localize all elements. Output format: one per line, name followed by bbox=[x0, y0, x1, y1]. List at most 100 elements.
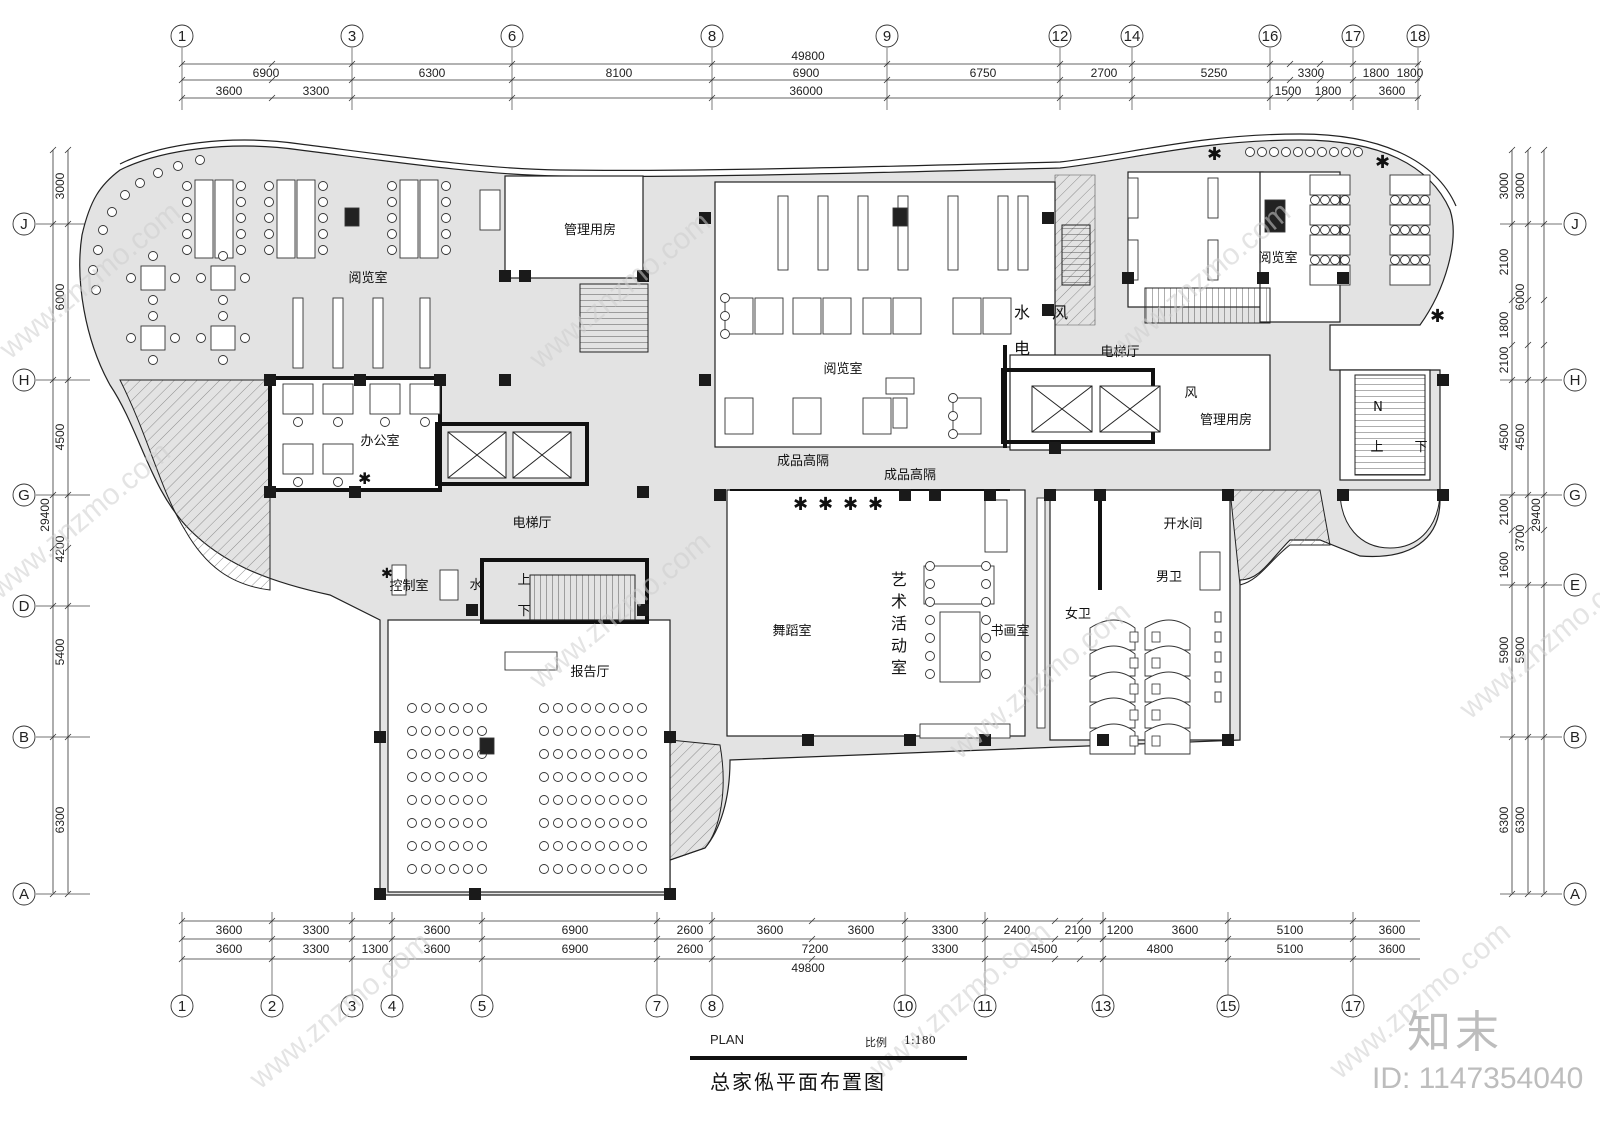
dim-top-7: 5250 bbox=[1201, 66, 1228, 80]
axis-bottom-11: 11 bbox=[973, 994, 997, 1018]
dim-right-4: 2100 bbox=[1497, 346, 1511, 373]
watermark-4: www.znzmo.com bbox=[0, 435, 177, 606]
column bbox=[349, 486, 361, 498]
room-label-elevator-hall-1: 电梯厅 bbox=[1100, 345, 1139, 360]
dim-bot-7: 3600 bbox=[848, 923, 875, 937]
dim-bot-5: 2600 bbox=[677, 923, 704, 937]
lecture-seat-row-left bbox=[407, 703, 487, 713]
column bbox=[1337, 489, 1349, 501]
chairs-top bbox=[1245, 147, 1303, 157]
column bbox=[637, 486, 649, 498]
scale-value: 1:180 bbox=[904, 1034, 936, 1047]
lecture-podium bbox=[504, 651, 558, 671]
dim-top2-2: 3300 bbox=[303, 84, 330, 98]
axis-right-H: H bbox=[1563, 368, 1587, 392]
reading-table-2 bbox=[754, 297, 784, 335]
svg-text:✱: ✱ bbox=[793, 494, 808, 515]
dim-bot-10: 2100 bbox=[1065, 923, 1092, 937]
dim-bot2-10: 4800 bbox=[1147, 942, 1174, 956]
reading-chairs bbox=[182, 181, 192, 255]
workstation-chair bbox=[420, 417, 430, 427]
reading-table bbox=[214, 179, 234, 259]
column bbox=[434, 374, 446, 386]
dim-bot-6: 3600 bbox=[757, 923, 784, 937]
dim-right-7: 1600 bbox=[1497, 551, 1511, 578]
image-id-label: ID: 1147354040 bbox=[1372, 1062, 1584, 1095]
lounge-chair bbox=[153, 168, 163, 178]
long-counter bbox=[1036, 497, 1046, 729]
axis-top-3: 3 bbox=[340, 24, 364, 48]
book-shelf bbox=[1207, 177, 1219, 219]
column bbox=[374, 731, 386, 743]
dim-bot-13: 5100 bbox=[1277, 923, 1304, 937]
svg-text:✱: ✱ bbox=[1375, 152, 1390, 173]
column bbox=[1049, 442, 1061, 454]
reading-table-2 bbox=[952, 297, 982, 335]
column bbox=[499, 270, 511, 282]
dim-bot2-5: 6900 bbox=[562, 942, 589, 956]
column bbox=[984, 489, 996, 501]
lounge-chair bbox=[107, 207, 117, 217]
column bbox=[1044, 489, 1056, 501]
dim-bot-11: 1200 bbox=[1107, 923, 1134, 937]
workstation-chair bbox=[293, 477, 303, 487]
axis-right-B: B bbox=[1563, 725, 1587, 749]
plants: ✱ ✱ ✱ ✱ ✱ ✱ ✱ ✱ ✱ bbox=[358, 144, 1445, 582]
dim-bot2-6: 2600 bbox=[677, 942, 704, 956]
axis-left-B: B bbox=[12, 725, 36, 749]
column-block bbox=[1264, 199, 1286, 233]
room-label-water-2: 水 bbox=[469, 578, 482, 593]
square-table-chair bbox=[240, 333, 250, 343]
dim-right-9: 6300 bbox=[1497, 806, 1511, 833]
dim-bot-2: 3300 bbox=[303, 923, 330, 937]
workstation bbox=[282, 383, 314, 415]
lecture-seat-row-right bbox=[539, 841, 647, 851]
chairs-reading-3 bbox=[1390, 255, 1430, 265]
workstation-chair bbox=[333, 417, 343, 427]
room-label-wind-2: 风 bbox=[1184, 386, 1197, 401]
urinal bbox=[1214, 671, 1222, 683]
axis-top-1-label: 1 bbox=[178, 28, 186, 45]
dimension-lines bbox=[52, 63, 1545, 960]
book-shelf bbox=[1207, 239, 1219, 281]
chairs-top bbox=[1305, 147, 1363, 157]
square-table-chair bbox=[218, 295, 228, 305]
desk bbox=[885, 377, 915, 395]
column bbox=[499, 374, 511, 386]
chairs-reading-2 bbox=[948, 393, 958, 439]
svg-text:✱: ✱ bbox=[1207, 144, 1222, 165]
room-label-womens: 女卫 bbox=[1065, 606, 1091, 622]
dimension-texts: 49800 6900 6300 8100 6900 6750 2700 5250… bbox=[216, 49, 1424, 975]
lecture-seat-row-right bbox=[539, 726, 647, 736]
workstation-chair bbox=[293, 417, 303, 427]
dim-top-3: 8100 bbox=[606, 66, 633, 80]
book-shelf bbox=[897, 195, 909, 271]
dim-right-total: 29400 bbox=[1529, 498, 1543, 532]
axis-top-18-label: 18 bbox=[1410, 28, 1427, 45]
dim-top2-6: 3600 bbox=[1379, 84, 1406, 98]
axis-left-A: A bbox=[12, 882, 36, 906]
column bbox=[264, 374, 276, 386]
dim-bot2-9: 4500 bbox=[1031, 942, 1058, 956]
reading-table-2 bbox=[892, 297, 922, 335]
reading-table-2 bbox=[724, 397, 754, 435]
dim-bot-total: 49800 bbox=[791, 961, 825, 975]
square-table-chair bbox=[148, 251, 158, 261]
stair-up-label: 上 bbox=[517, 573, 530, 588]
reading-chairs bbox=[318, 181, 328, 255]
dim-top-total: 49800 bbox=[791, 49, 825, 63]
reading-table bbox=[296, 179, 316, 259]
axis-bottom-7-label: 7 bbox=[653, 998, 661, 1015]
square-table-chair bbox=[240, 273, 250, 283]
dim-bot-4: 6900 bbox=[562, 923, 589, 937]
reading-table bbox=[419, 179, 439, 259]
lecture-seat-row-right bbox=[539, 749, 647, 759]
dim-bot-3: 3600 bbox=[424, 923, 451, 937]
urinal bbox=[1214, 631, 1222, 643]
axis-right-G-label: G bbox=[1569, 487, 1581, 504]
square-table-chair bbox=[218, 311, 228, 321]
column-block bbox=[479, 737, 495, 755]
axis-bottom-10-label: 10 bbox=[897, 998, 914, 1015]
axis-bottom-3: 3 bbox=[340, 994, 364, 1018]
room-label-wind-1: 风 bbox=[1052, 303, 1068, 322]
